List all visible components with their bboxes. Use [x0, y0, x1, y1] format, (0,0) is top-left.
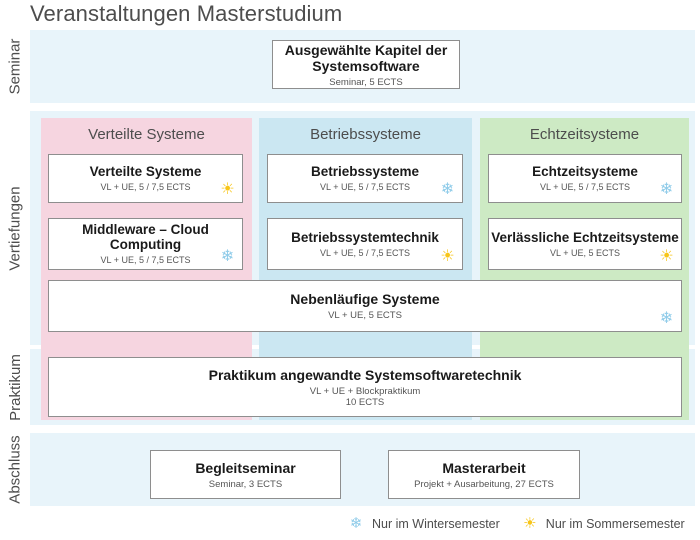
course-subtitle: VL + UE, 5 / 7,5 ECTS	[320, 182, 410, 192]
sun-icon: ☀	[440, 248, 455, 265]
course-subtitle: VL + UE, 5 / 7,5 ECTS	[320, 247, 410, 258]
course-subtitle: VL + UE, 5 / 7,5 ECTS	[540, 182, 630, 192]
course-subtitle: VL + UE, 5 ECTS	[550, 247, 620, 258]
course-subtitle: VL + UE, 5 / 7,5 ECTS	[100, 182, 191, 192]
course-card-masterarbeit[interactable]: Masterarbeit Projekt + Ausarbeitung, 27 …	[388, 450, 580, 499]
legend-item-wintersemester: ❄ Nur im Wintersemester	[348, 516, 500, 532]
sun-icon: ☀	[220, 181, 235, 198]
sun-icon: ☀	[523, 515, 537, 532]
course-title: Praktikum angewandte Systemsoftwaretechn…	[208, 366, 522, 383]
course-title: Begleitseminar	[195, 459, 296, 476]
course-card-betriebssystemtechnik[interactable]: Betriebssystemtechnik VL + UE, 5 / 7,5 E…	[267, 218, 463, 270]
course-title: Ausgewählte Kapitel der Systemsoftware	[284, 41, 448, 74]
course-subtitle: Seminar, 5 ECTS	[329, 76, 403, 88]
page-title: Veranstaltungen Masterstudium	[30, 1, 343, 26]
course-card-begleitseminar[interactable]: Begleitseminar Seminar, 3 ECTS	[150, 450, 341, 499]
course-subtitle: Projekt + Ausarbeitung, 27 ECTS	[414, 478, 554, 490]
course-subtitle-line2: 10 ECTS	[345, 396, 385, 408]
course-card-betriebssysteme[interactable]: Betriebssysteme VL + UE, 5 / 7,5 ECTS ❄	[267, 154, 463, 203]
track-title-verteilte-systeme: Verteilte Systeme	[88, 126, 205, 143]
snowflake-icon: ❄	[220, 248, 235, 265]
snowflake-icon: ❄	[440, 181, 455, 198]
course-title: Betriebssysteme	[310, 164, 420, 179]
course-title: Masterarbeit	[442, 459, 526, 476]
row-label-abschluss-text: Abschluss	[6, 435, 24, 504]
snowflake-icon: ❄	[659, 310, 674, 327]
row-label-vertiefungen: Vertiefungen	[0, 111, 30, 345]
course-card-ausgewaehlte-kapitel[interactable]: Ausgewählte Kapitel der Systemsoftware S…	[272, 40, 460, 89]
course-title: Verlässliche Echtzeitsysteme	[491, 229, 679, 245]
course-subtitle: VL + UE, 5 / 7,5 ECTS	[100, 255, 191, 265]
snowflake-icon: ❄	[349, 515, 363, 532]
course-subtitle-line1: VL + UE + Blockpraktikum	[309, 385, 421, 397]
row-label-seminar: Seminar	[0, 30, 30, 103]
legend-label-sommersemester: Nur im Sommersemester	[545, 517, 685, 531]
row-label-seminar-text: Seminar	[6, 38, 24, 95]
course-title: Betriebssystemtechnik	[291, 229, 439, 245]
course-subtitle: Seminar, 3 ECTS	[208, 478, 283, 490]
track-title-echtzeitsysteme: Echtzeitsysteme	[529, 126, 640, 143]
legend-item-sommersemester: ☀ Nur im Sommersemester	[522, 516, 685, 532]
track-title-betriebssysteme: Betriebssysteme	[310, 126, 421, 143]
legend-label-wintersemester: Nur im Wintersemester	[372, 517, 500, 531]
course-card-echtzeitsysteme[interactable]: Echtzeitsysteme VL + UE, 5 / 7,5 ECTS ❄	[488, 154, 682, 203]
sun-icon: ☀	[659, 248, 674, 265]
legend: ❄ Nur im Wintersemester ☀ Nur im Sommers…	[348, 514, 685, 534]
band-abschluss	[30, 433, 695, 506]
row-label-vertiefungen-text: Vertiefungen	[6, 185, 24, 271]
snowflake-icon: ❄	[659, 181, 674, 198]
course-card-verlaessliche-echtzeitsysteme[interactable]: Verlässliche Echtzeitsysteme VL + UE, 5 …	[488, 218, 682, 270]
course-title: Verteilte Systeme	[89, 164, 202, 179]
course-card-praktikum-angewandte-systemsoftwaretechnik[interactable]: Praktikum angewandte Systemsoftwaretechn…	[48, 357, 682, 417]
row-label-praktikum-text: Praktikum	[6, 353, 24, 421]
row-label-praktikum: Praktikum	[0, 349, 30, 425]
course-card-verteilte-systeme[interactable]: Verteilte Systeme VL + UE, 5 / 7,5 ECTS …	[48, 154, 243, 203]
course-title: Echtzeitsysteme	[532, 164, 638, 179]
course-card-middleware-cloud-computing[interactable]: Middleware – Cloud Computing VL + UE, 5 …	[48, 218, 243, 270]
course-subtitle: VL + UE, 5 ECTS	[328, 310, 402, 321]
course-title: Middleware – Cloud Computing	[82, 222, 209, 252]
course-title: Nebenläufige Systeme	[290, 291, 440, 307]
row-label-abschluss: Abschluss	[0, 433, 30, 506]
course-card-nebenlaeufige-systeme[interactable]: Nebenläufige Systeme VL + UE, 5 ECTS ❄	[48, 280, 682, 332]
